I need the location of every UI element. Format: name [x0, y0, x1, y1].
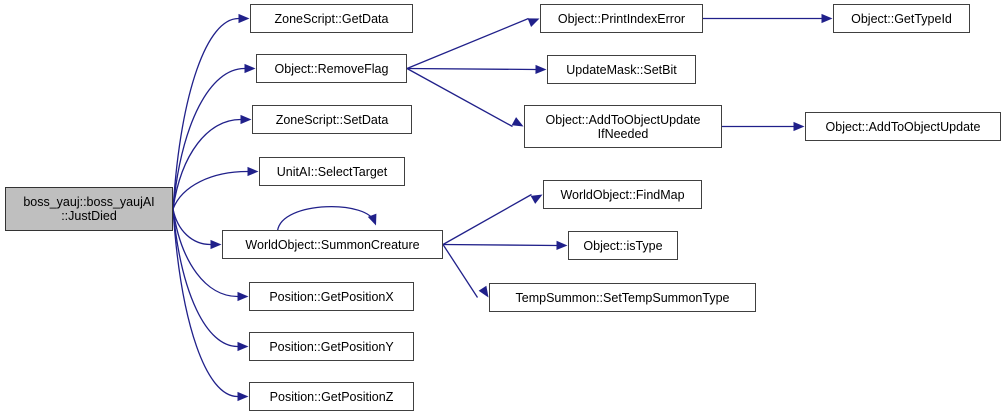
graph-node-label: Position::GetPositionX — [269, 289, 394, 304]
graph-node-worldobject-findmap[interactable]: WorldObject::FindMap — [543, 180, 702, 209]
graph-edge-root-to-worldobject-summoncreature — [172, 208, 222, 250]
graph-node-label: WorldObject::SummonCreature — [245, 237, 420, 252]
graph-node-label: Object::isType — [583, 238, 663, 253]
graph-edge-worldobject-summoncreature-to-object-istype — [442, 240, 568, 251]
graph-edge-root-to-unitai-selecttarget — [172, 166, 259, 210]
graph-edge-root-to-zonescript-getdata — [172, 13, 250, 210]
graph-node-object-removeflag[interactable]: Object::RemoveFlag — [256, 54, 407, 83]
graph-edge-worldobject-summoncreature-to-tempsummon-settempsummontype — [442, 244, 489, 298]
edge-arrowhead — [237, 391, 249, 402]
graph-node-tempsummon-settempsummontype[interactable]: TempSummon::SetTempSummonType — [489, 283, 756, 312]
graph-node-root[interactable]: boss_yauj::boss_yaujAI ::JustDied — [5, 187, 173, 231]
edge-arrowhead — [821, 13, 833, 24]
graph-node-object-printindexerror[interactable]: Object::PrintIndexError — [540, 4, 703, 33]
graph-node-unitai-selecttarget[interactable]: UnitAI::SelectTarget — [259, 157, 405, 186]
graph-edge-object-removeflag-to-object-addtoobjectupdateifneeded — [406, 67, 524, 128]
graph-node-object-addtoobjectupdateifneeded[interactable]: Object::AddToObjectUpdate IfNeeded — [524, 105, 722, 148]
edge-arrowhead — [535, 64, 547, 75]
graph-edge-object-printindexerror-to-object-gettypeid — [703, 13, 833, 24]
edge-arrowhead — [530, 194, 543, 204]
edge-arrowhead — [527, 18, 540, 27]
graph-edge-object-addtoobjectupdateifneeded-to-object-addtoobjectupdate — [722, 121, 805, 132]
graph-node-label: UpdateMask::SetBit — [566, 62, 677, 77]
graph-node-zonescript-getdata[interactable]: ZoneScript::GetData — [250, 4, 413, 33]
edge-arrowhead — [237, 291, 249, 302]
graph-node-updatemask-setbit[interactable]: UpdateMask::SetBit — [547, 55, 696, 84]
graph-node-label: UnitAI::SelectTarget — [276, 164, 388, 179]
edge-arrowhead — [240, 114, 252, 125]
graph-node-object-addtoobjectupdate[interactable]: Object::AddToObjectUpdate — [805, 112, 1001, 141]
graph-edge-worldobject-summoncreature-to-worldobject-findmap — [442, 193, 543, 246]
graph-node-label: ZoneScript::SetData — [275, 112, 389, 127]
edge-arrowhead — [210, 239, 222, 250]
graph-edge-object-removeflag-to-updatemask-setbit — [406, 64, 547, 75]
edge-arrowhead — [238, 13, 250, 24]
edge-arrowhead — [556, 240, 568, 251]
edge-arrowhead — [367, 213, 377, 226]
graph-node-label: Object::GetTypeId — [851, 11, 952, 26]
edge-arrowhead — [478, 285, 489, 298]
graph-node-object-istype[interactable]: Object::isType — [568, 231, 678, 260]
edge-arrowhead — [237, 341, 249, 352]
graph-node-worldobject-summoncreature[interactable]: WorldObject::SummonCreature — [222, 230, 443, 259]
graph-node-position-getpositiony[interactable]: Position::GetPositionY — [249, 332, 414, 361]
graph-node-label: Object::AddToObjectUpdate IfNeeded — [545, 112, 701, 141]
graph-edge-root-to-zonescript-setdata — [172, 114, 252, 210]
graph-node-label: Position::GetPositionY — [269, 339, 394, 354]
edge-arrowhead — [511, 117, 524, 127]
graph-node-position-getpositionz[interactable]: Position::GetPositionZ — [249, 382, 414, 411]
graph-node-label: Object::PrintIndexError — [557, 11, 686, 26]
edge-arrowhead — [244, 63, 256, 74]
graph-node-label: ZoneScript::GetData — [274, 11, 389, 26]
edge-arrowhead — [793, 121, 805, 132]
graph-node-label: boss_yauj::boss_yaujAI ::JustDied — [23, 195, 155, 223]
graph-node-zonescript-setdata[interactable]: ZoneScript::SetData — [252, 105, 412, 134]
graph-node-label: TempSummon::SetTempSummonType — [515, 290, 730, 305]
graph-edge-worldobject-summoncreature-to-worldobject-summoncreature — [276, 206, 377, 232]
edge-arrowhead — [247, 166, 259, 177]
graph-node-label: Object::AddToObjectUpdate — [825, 119, 981, 134]
graph-edge-root-to-object-removeflag — [172, 63, 256, 210]
graph-node-object-gettypeid[interactable]: Object::GetTypeId — [833, 4, 970, 33]
graph-node-label: Position::GetPositionZ — [269, 389, 394, 404]
graph-node-position-getpositionx[interactable]: Position::GetPositionX — [249, 282, 414, 311]
graph-edge-object-removeflag-to-object-printindexerror — [406, 17, 540, 70]
graph-node-label: Object::RemoveFlag — [274, 61, 389, 76]
graph-node-label: WorldObject::FindMap — [560, 187, 685, 202]
